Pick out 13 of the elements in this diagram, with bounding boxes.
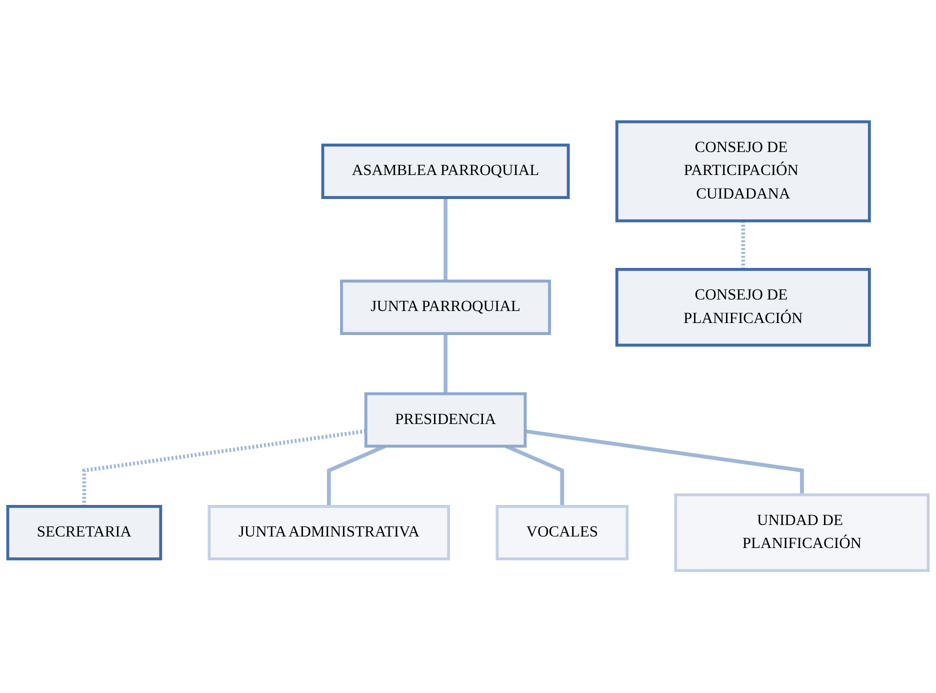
node-box: ASAMBLEA PARROQUIAL (321, 144, 570, 200)
node-box: JUNTA PARROQUIAL (340, 280, 551, 336)
node-box: CONSEJO DE PLANIFICACIÓN (615, 268, 871, 347)
connector (444, 334, 448, 394)
node-box: PRESIDENCIA (364, 392, 527, 448)
node-box: VOCALES (496, 505, 629, 561)
node-box: UNIDAD DE PLANIFICACIÓN (674, 494, 930, 572)
node-box: JUNTA ADMINISTRATIVA (208, 505, 450, 561)
node-box: CONSEJO DE PARTICIPACIÓN CUIDADANA (615, 120, 871, 223)
connector (741, 221, 746, 270)
connector (524, 430, 804, 496)
node-box: SECRETARIA (6, 505, 162, 561)
connector (444, 198, 448, 282)
